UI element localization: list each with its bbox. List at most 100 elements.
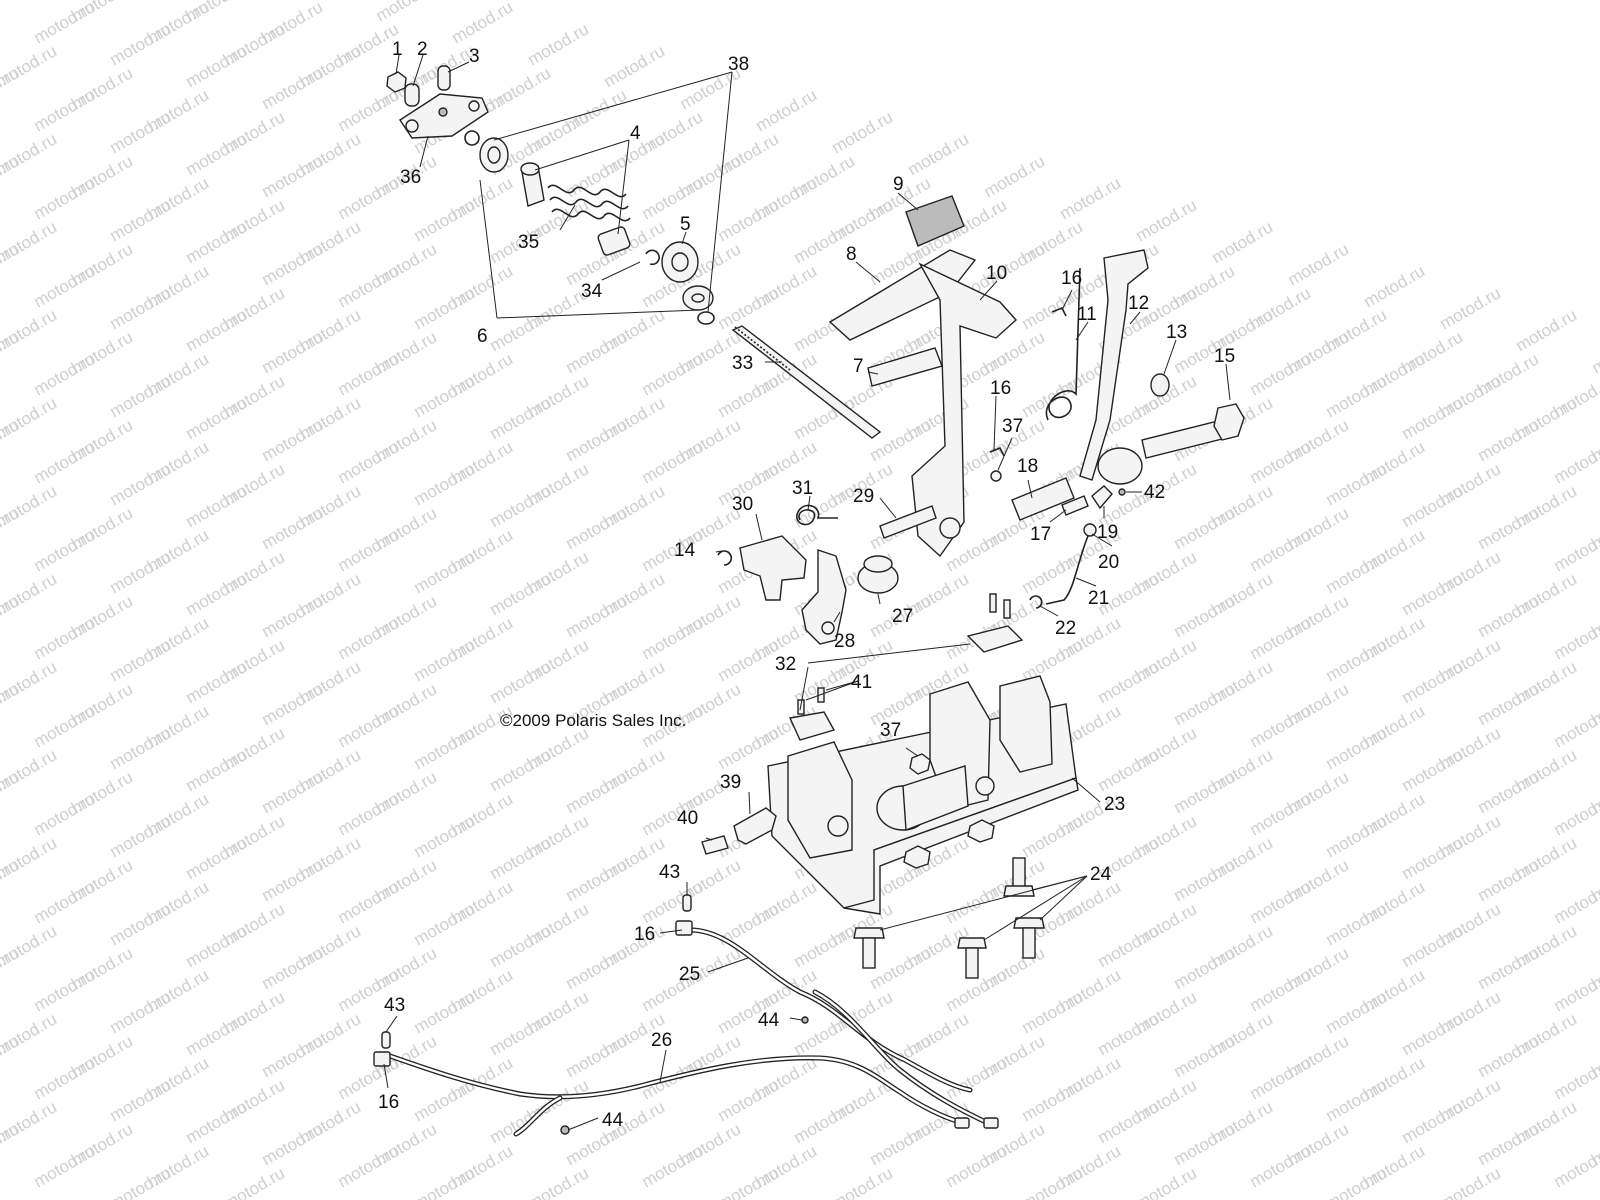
part-18-tube: [1011, 477, 1075, 521]
callout-42: 42: [1144, 482, 1165, 503]
watermark-text: motod.ru: [183, 305, 251, 355]
watermark-text: motod.ru: [259, 327, 327, 377]
callout-32: 32: [775, 654, 796, 675]
watermark-text: motod.ru: [829, 1163, 897, 1200]
part-19-link: [1091, 485, 1113, 510]
callout-25: 25: [679, 964, 700, 985]
watermark-text: motod.ru: [715, 1163, 783, 1200]
watermark-text: motod.ru: [259, 503, 327, 553]
watermark-text: motod.ru: [525, 1163, 593, 1200]
callout-44-top: 44: [758, 1010, 780, 1031]
watermark-text: motod.ru: [563, 503, 631, 553]
callout-21: 21: [1088, 588, 1109, 609]
callout-37-bottom: 37: [880, 720, 901, 741]
part-7-pin: [867, 347, 943, 387]
part-23-base-frame: [767, 675, 1079, 915]
watermark-text: motod.ru: [639, 349, 707, 399]
watermark-text: motod.ru: [1361, 261, 1429, 311]
watermark-text: motod.ru: [981, 151, 1049, 201]
callout-16-cable: 16: [634, 924, 655, 945]
watermark-text: motod.ru: [1323, 987, 1391, 1037]
watermark-text: motod.ru: [1095, 1097, 1163, 1147]
callout-43-top: 43: [659, 862, 680, 883]
watermark-text: motod.ru: [411, 459, 479, 509]
callout-40: 40: [677, 808, 698, 829]
watermark-text: motod.ru: [715, 283, 783, 333]
watermark-text: motod.ru: [1019, 1163, 1087, 1200]
watermark-text: motod.ru: [411, 195, 479, 245]
part-30-lever: [739, 535, 807, 601]
part-34-clip: [645, 249, 660, 266]
callout-18: 18: [1017, 456, 1038, 477]
watermark-text: motod.ru: [411, 635, 479, 685]
part-12-lever: [1079, 249, 1149, 481]
watermark-text: motod.ru: [259, 415, 327, 465]
watermark-text: motod.ru: [31, 789, 99, 839]
watermark-text: motod.ru: [1019, 811, 1087, 861]
watermark-text: motod.ru: [487, 833, 555, 883]
watermark-text: motod.ru: [31, 613, 99, 663]
part-17-pin: [1061, 495, 1089, 516]
watermark-text: motod.ru: [487, 1097, 555, 1147]
callout-17: 17: [1030, 524, 1051, 545]
watermark-text: motod.ru: [1399, 481, 1467, 531]
callout-29: 29: [853, 486, 874, 507]
watermark-text: motod.ru: [753, 85, 821, 135]
cable-assembly: [373, 894, 999, 1137]
watermark-text: motod.ru: [1247, 1053, 1315, 1103]
watermark-text: motod.ru: [107, 811, 175, 861]
watermark-text: motod.ru: [1551, 1053, 1600, 1103]
part-20-clevis: [1083, 523, 1097, 537]
screw: [1003, 599, 1011, 619]
part-3-pin: [437, 65, 451, 91]
watermark-text: motod.ru: [1437, 283, 1505, 333]
callout-28: 28: [834, 631, 855, 652]
bolt: [1003, 857, 1035, 897]
watermark-text: motod.ru: [31, 965, 99, 1015]
watermark-text: motod.ru: [1475, 1031, 1543, 1081]
watermark-text: motod.ru: [411, 547, 479, 597]
watermark-text: motod.ru: [183, 745, 251, 795]
watermark-text: motod.ru: [411, 283, 479, 333]
watermark-text: motod.ru: [1133, 195, 1201, 245]
watermark-text: motod.ru: [259, 1031, 327, 1081]
bracket-hole: [468, 100, 480, 112]
watermark-text: motod.ru: [1247, 437, 1315, 487]
watermark-text: motod.ru: [563, 327, 631, 377]
callout-31: 31: [792, 478, 813, 499]
watermark-text: motod.ru: [31, 1053, 99, 1103]
part-21-rod: [1045, 535, 1089, 605]
watermark-text: motod.ru: [563, 591, 631, 641]
watermark-text: motod.ru: [335, 437, 403, 487]
watermark-text: motod.ru: [183, 393, 251, 443]
frame-hole: [975, 776, 995, 796]
part-13-washer: [1150, 373, 1170, 397]
callout-39: 39: [720, 772, 741, 793]
watermark-text: motod.ru: [487, 657, 555, 707]
watermark-text: motod.ru: [1399, 1009, 1467, 1059]
watermark-text: motod.ru: [715, 195, 783, 245]
part-40-bolt: [701, 835, 729, 855]
bushing-end: [863, 555, 893, 573]
callout-35: 35: [518, 232, 539, 253]
watermark-text: motod.ru: [525, 19, 593, 69]
watermark-text: motod.ru: [563, 943, 631, 993]
watermark-text: motod.ru: [107, 195, 175, 245]
watermark-text: motod.ru: [715, 635, 783, 685]
callout-20: 20: [1098, 552, 1119, 573]
watermark-text: motod.ru: [715, 371, 783, 421]
watermark-text: motod.ru: [183, 1009, 251, 1059]
part-35-spring: [547, 184, 631, 222]
bolt-head: [1213, 403, 1245, 441]
watermark-text: motod.ru: [487, 1009, 555, 1059]
part-10-pedal-arm: [911, 262, 1017, 558]
watermark-text: motod.ru: [905, 129, 973, 179]
watermark-text: motod.ru: [1171, 855, 1239, 905]
watermark-text: motod.ru: [639, 613, 707, 663]
watermark-text: motod.ru: [1437, 1163, 1505, 1200]
callout-23: 23: [1104, 794, 1125, 815]
watermark-text: motod.ru: [1323, 547, 1391, 597]
part-9-pad: [905, 195, 965, 247]
callout-37-top: 37: [1002, 416, 1023, 437]
watermark-text: motod.ru: [335, 261, 403, 311]
